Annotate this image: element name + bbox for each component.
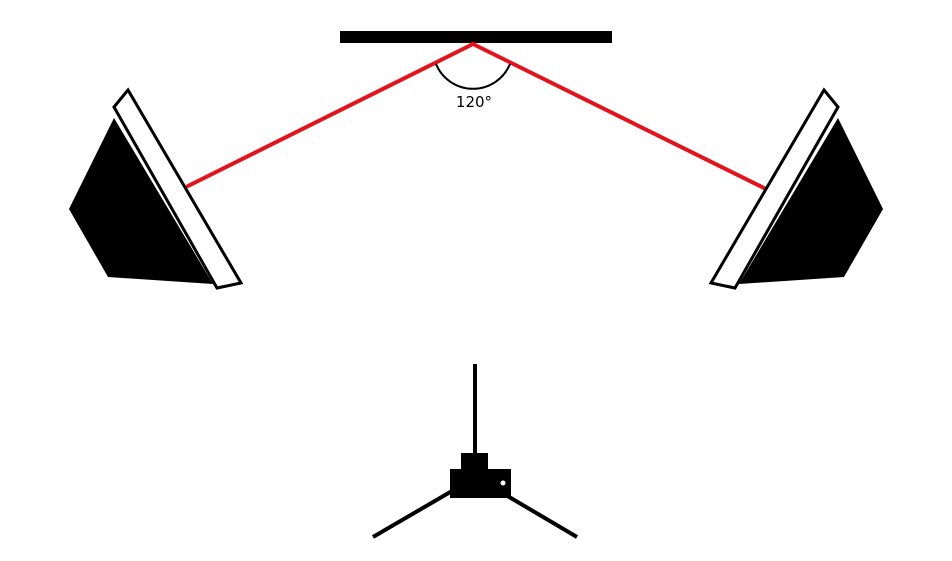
left-softbox-diffuser	[112, 87, 244, 290]
right-light-ray	[471, 42, 768, 191]
camera-viewfinder	[461, 453, 488, 470]
right-softbox-body	[739, 118, 883, 284]
angle-arc	[435, 63, 511, 90]
right-softbox-diffuser	[708, 87, 840, 290]
tripod-right-leg	[497, 489, 579, 539]
camera-on-tripod	[371, 364, 579, 539]
backdrop-bar	[340, 31, 612, 43]
camera-button	[500, 480, 506, 486]
left-softbox-body	[69, 118, 213, 284]
left-softbox-light	[69, 87, 244, 290]
angle-label: 120°	[456, 93, 492, 111]
left-light-ray	[186, 42, 475, 188]
right-softbox-light	[708, 87, 883, 290]
tripod-left-leg	[371, 489, 454, 539]
light-rays	[186, 42, 768, 191]
